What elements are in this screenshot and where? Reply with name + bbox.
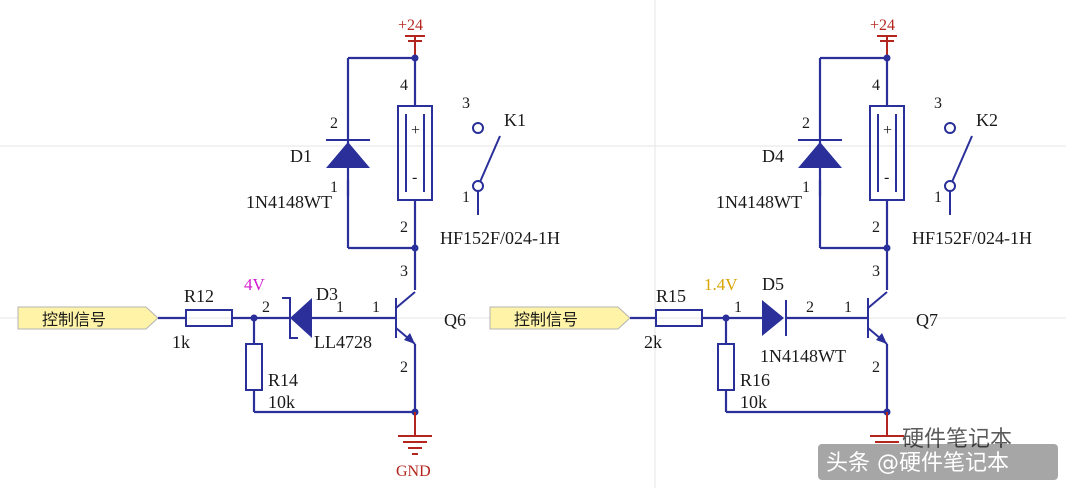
- left-relay-part: HF152F/024-1H: [440, 228, 560, 248]
- right-series-diode-label: D5: [762, 274, 784, 294]
- left-coil-plus: +: [411, 122, 420, 139]
- left-relay-label: K1: [504, 110, 526, 130]
- left-circuit: +24 D1 1N4148WT 2 1 + - 4 2: [17, 17, 560, 480]
- right-power-symbol: +24: [870, 17, 897, 58]
- left-r-pull-value: 10k: [268, 392, 295, 412]
- left-input-signal: 控制信号: [17, 306, 159, 330]
- left-power-symbol: +24: [398, 17, 425, 58]
- right-resistor-pull: [717, 343, 735, 391]
- right-diode-pin-top: 2: [802, 115, 810, 132]
- right-q-pin-b: 1: [844, 299, 852, 316]
- right-r-pull-label: R16: [740, 370, 770, 390]
- right-diode-pin-bot: 1: [802, 179, 810, 196]
- left-q-pin-c: 3: [400, 263, 408, 280]
- right-r-pull-value: 10k: [740, 392, 767, 412]
- left-switch-pin-bot: 1: [462, 189, 470, 206]
- right-series-diode-part: 1N4148WT: [760, 346, 846, 366]
- left-power-label: +24: [398, 17, 423, 34]
- right-r-series-value: 2k: [644, 332, 662, 352]
- left-coil-minus: -: [412, 169, 417, 186]
- left-junction-top: [411, 54, 419, 62]
- right-switch-pin-top: 3: [934, 95, 942, 112]
- left-relay-coil: + -: [397, 105, 433, 201]
- left-relay-switch: [472, 122, 501, 215]
- left-q-pin-e: 2: [400, 359, 408, 376]
- right-input-signal: 控制信号: [489, 306, 631, 330]
- left-transistor-label: Q6: [444, 310, 466, 330]
- right-coil-plus: +: [883, 122, 892, 139]
- left-r-series-value: 1k: [172, 332, 190, 352]
- left-switch-pin-top: 3: [462, 95, 470, 112]
- right-input-label: 控制信号: [514, 310, 578, 329]
- right-series-diode-pin: 2: [806, 299, 814, 316]
- left-zener-part: LL4728: [314, 332, 372, 352]
- right-coil-minus: -: [884, 169, 889, 186]
- right-r-series-label: R15: [656, 286, 686, 306]
- right-circuit: +24 D4 1N4148WT 2 1 + - 4 2: [489, 17, 1032, 443]
- left-q-pin-b: 1: [372, 299, 380, 316]
- left-r-pull-label: R14: [268, 370, 298, 390]
- left-ground-symbol: GND: [396, 412, 432, 480]
- right-transistor-label: Q7: [916, 310, 938, 330]
- left-resistor-pull: [245, 343, 263, 391]
- right-flyback-diode: [798, 139, 842, 196]
- left-junction-mid: [411, 244, 419, 252]
- right-relay-label: K2: [976, 110, 998, 130]
- right-node-pin: 1: [734, 299, 742, 316]
- right-coil-pin-bot: 2: [872, 219, 880, 236]
- left-zener-label: D3: [316, 284, 338, 304]
- right-voltage: 1.4V: [704, 275, 738, 294]
- right-relay-part: HF152F/024-1H: [912, 228, 1032, 248]
- right-q-pin-e: 2: [872, 359, 880, 376]
- left-flyback-diode: [326, 139, 370, 196]
- right-diode-label: D4: [762, 146, 784, 166]
- left-coil-pin-top: 4: [400, 77, 408, 94]
- right-relay-switch: [944, 122, 973, 215]
- watermark-small: 硬件笔记本: [902, 427, 1012, 452]
- left-ground-label: GND: [396, 463, 431, 480]
- right-diode-part: 1N4148WT: [716, 192, 802, 212]
- left-diode-part: 1N4148WT: [246, 192, 332, 212]
- right-ground-symbol: [870, 412, 904, 443]
- right-series-diode: [762, 300, 787, 336]
- left-voltage: 4V: [244, 275, 266, 294]
- left-coil-pin-bot: 2: [400, 219, 408, 236]
- left-r-series-label: R12: [184, 286, 214, 306]
- watermark-main: 头条 @硬件笔记本: [826, 451, 1009, 476]
- right-junction-top: [883, 54, 891, 62]
- watermark: 硬件笔记本 头条 @硬件笔记本: [818, 427, 1058, 480]
- right-switch-pin-bot: 1: [934, 189, 942, 206]
- left-zener-pin: 1: [336, 299, 344, 316]
- right-q-pin-c: 3: [872, 263, 880, 280]
- left-input-label: 控制信号: [42, 310, 106, 329]
- watermark-background: [818, 444, 1058, 480]
- right-power-label: +24: [870, 17, 895, 34]
- left-node-pin: 2: [262, 299, 270, 316]
- right-relay-coil: + -: [869, 105, 905, 201]
- left-diode-pin-top: 2: [330, 115, 338, 132]
- left-diode-pin-bot: 1: [330, 179, 338, 196]
- right-coil-pin-top: 4: [872, 77, 880, 94]
- right-junction-mid: [883, 244, 891, 252]
- left-zener-diode: [282, 297, 312, 339]
- left-diode-label: D1: [290, 146, 312, 166]
